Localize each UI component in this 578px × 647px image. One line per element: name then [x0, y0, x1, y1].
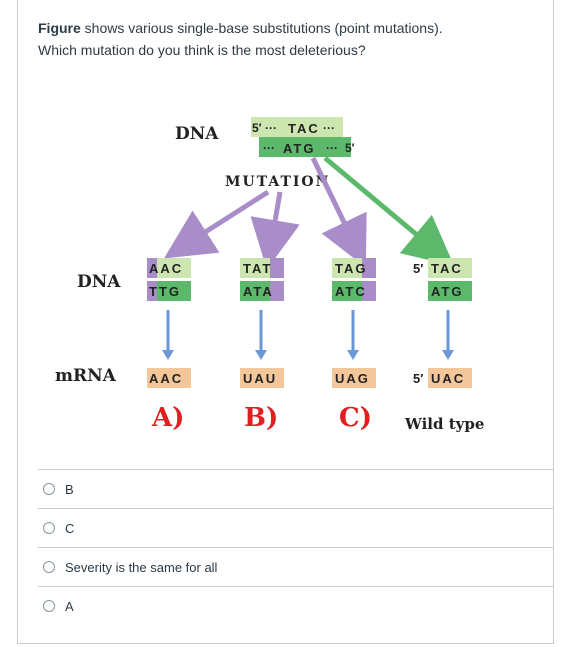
- arrow-to-wild: [323, 156, 455, 267]
- wild-type-label: Wild type: [404, 415, 484, 433]
- wild-top-prefix: 5′: [413, 261, 423, 276]
- col-b-mrna-box: [240, 368, 284, 388]
- top-strand1-prefix: 5′: [252, 121, 262, 135]
- col-c-top: TAG: [335, 261, 367, 276]
- row-dna-label: DNA: [77, 272, 121, 292]
- radio-button[interactable]: [43, 483, 55, 495]
- col-c-bottom-mut: [362, 281, 376, 301]
- radio-button[interactable]: [43, 561, 55, 573]
- mutation-figure: DNA 5′ TAC ··· ··· ··· ATG ··· 5′ MUTATI…: [55, 117, 484, 433]
- col-b-down-arrowhead: [255, 350, 267, 360]
- wild-mrna-prefix: 5′: [413, 371, 423, 386]
- answer-list: B C Severity is the same for all A: [38, 469, 553, 625]
- answer-label: A: [65, 598, 74, 614]
- question-text: Figure shows various single-base substit…: [38, 17, 538, 61]
- col-a-top-mut: [147, 258, 157, 278]
- col-c-letter: C): [339, 403, 372, 433]
- col-a-bottom: TTG: [149, 284, 181, 299]
- col-a-mrna-box: [147, 368, 191, 388]
- col-c-bottom: ATC: [335, 284, 367, 299]
- col-a-top-box: [147, 258, 191, 278]
- wild-bottom-box: [428, 281, 472, 301]
- top-strand1: TAC: [288, 121, 320, 136]
- row-mrna-label: mRNA: [55, 366, 117, 386]
- mutation-label: MUTATION: [225, 174, 330, 190]
- arrow-to-a: [163, 189, 270, 259]
- question-line1: shows various single-base substitutions …: [80, 20, 443, 36]
- radio-button[interactable]: [43, 522, 55, 534]
- top-strand2-dots2: ···: [326, 141, 338, 155]
- answer-option-same[interactable]: Severity is the same for all: [38, 547, 553, 586]
- arrow-to-b: [250, 191, 300, 270]
- answer-option-a[interactable]: A: [38, 586, 553, 625]
- wild-top: TAC: [431, 261, 463, 276]
- answer-label: B: [65, 481, 74, 497]
- wild-bottom: ATG: [431, 284, 463, 299]
- col-a-bottom-box: [147, 281, 191, 301]
- answer-label: Severity is the same for all: [65, 559, 218, 575]
- top-strand2-box: [259, 137, 351, 157]
- col-c-mrna-box: [332, 368, 376, 388]
- answer-option-c[interactable]: C: [38, 508, 553, 547]
- top-strand1-box: [251, 117, 343, 137]
- question-lead: Figure: [38, 20, 81, 36]
- col-a-mrna: AAC: [149, 371, 183, 386]
- col-b-letter: B): [244, 403, 278, 433]
- answer-option-b[interactable]: B: [38, 469, 553, 508]
- top-strand2-suffix: 5′: [345, 141, 355, 155]
- col-b-mrna: UAU: [243, 371, 277, 386]
- wild-mrna: UAC: [431, 371, 465, 386]
- wild-down-arrowhead: [442, 350, 454, 360]
- col-c-down-arrowhead: [347, 350, 359, 360]
- top-strand1-dots2: ···: [323, 121, 335, 135]
- wild-mrna-box: [428, 368, 472, 388]
- top-strand2-dots1: ···: [263, 141, 275, 155]
- top-strand1-dots1: ···: [265, 121, 277, 135]
- col-a-letter: A): [151, 403, 184, 433]
- question-card: Figure shows various single-base substit…: [17, 0, 554, 644]
- arrow-to-c: [310, 156, 367, 268]
- col-b-bottom: ATA: [243, 284, 274, 299]
- col-b-top-mut: [270, 258, 284, 278]
- col-c-mrna: UAG: [335, 371, 370, 386]
- radio-button[interactable]: [43, 600, 55, 612]
- answer-label: C: [65, 520, 75, 536]
- col-b-bottom-mut: [270, 281, 284, 301]
- top-dna-label: DNA: [175, 124, 219, 144]
- col-c-top-mut: [362, 258, 376, 278]
- top-strand2: ATG: [283, 141, 315, 156]
- wild-top-box: [428, 258, 472, 278]
- col-a-bottom-mut: [147, 281, 157, 301]
- question-line2: Which mutation do you think is the most …: [38, 42, 366, 58]
- col-a-top: AAC: [149, 261, 183, 276]
- col-b-top: TAT: [243, 261, 272, 276]
- col-a-down-arrowhead: [162, 350, 174, 360]
